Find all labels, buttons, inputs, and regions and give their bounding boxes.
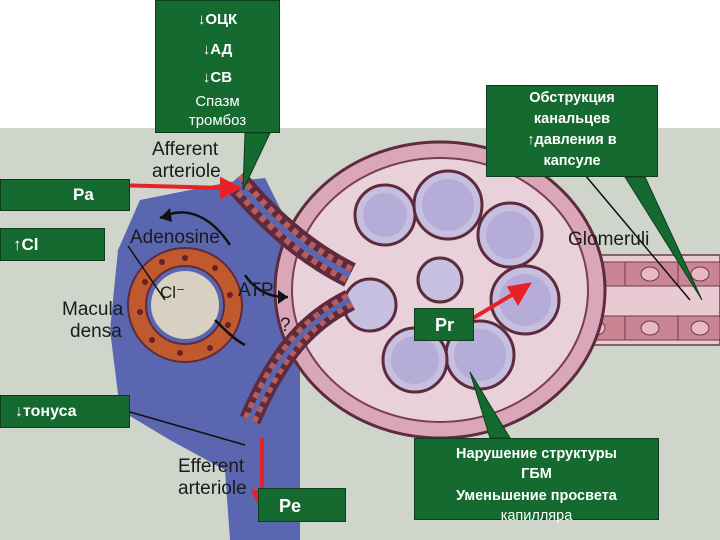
tag-pe: Pe bbox=[258, 488, 346, 522]
callout-right-line: ↑давления в bbox=[487, 131, 657, 150]
callout-systemic-factors: ↓ОЦК ↓АД ↓СВ Спазм тромбоз bbox=[155, 0, 280, 133]
callout-right-line: капсуле bbox=[487, 152, 657, 171]
callout-top-line: ↓ОЦК bbox=[156, 11, 279, 29]
callout-bottom-line: Нарушение структуры bbox=[415, 445, 658, 464]
callout-top-line: ↓СВ bbox=[156, 69, 279, 87]
callout-bottom-line: капилляра bbox=[415, 507, 658, 526]
adenosine-label: Adenosine bbox=[130, 227, 220, 249]
tag-tonus: ↓тонуса bbox=[0, 395, 130, 428]
callout-right-line: канальцев bbox=[487, 110, 657, 129]
tag-pr: Pr bbox=[414, 308, 474, 341]
callout-top-line: Спазм bbox=[156, 93, 279, 111]
chloride-label: Cl⁻ bbox=[160, 282, 185, 304]
callout-bottom-line: Уменьшение просвета bbox=[415, 487, 658, 506]
callout-bottom-line: ГБМ bbox=[415, 465, 658, 484]
atp-label: ATP bbox=[238, 280, 274, 302]
glomerulus-label: Glomeruli bbox=[568, 229, 649, 251]
callout-gbm: Нарушение структуры ГБМ Уменьшение просв… bbox=[414, 438, 659, 520]
callout-right-line: Обструкция bbox=[487, 89, 657, 108]
callout-obstruction: Обструкция канальцев ↑давления в капсуле bbox=[486, 85, 658, 177]
tag-pa: Pa bbox=[0, 179, 130, 211]
tag-chloride: ↑Cl bbox=[0, 228, 105, 261]
question-label: ? bbox=[280, 315, 291, 337]
callout-top-line: тромбоз bbox=[156, 112, 279, 130]
callout-top-line: ↓АД bbox=[156, 41, 279, 59]
